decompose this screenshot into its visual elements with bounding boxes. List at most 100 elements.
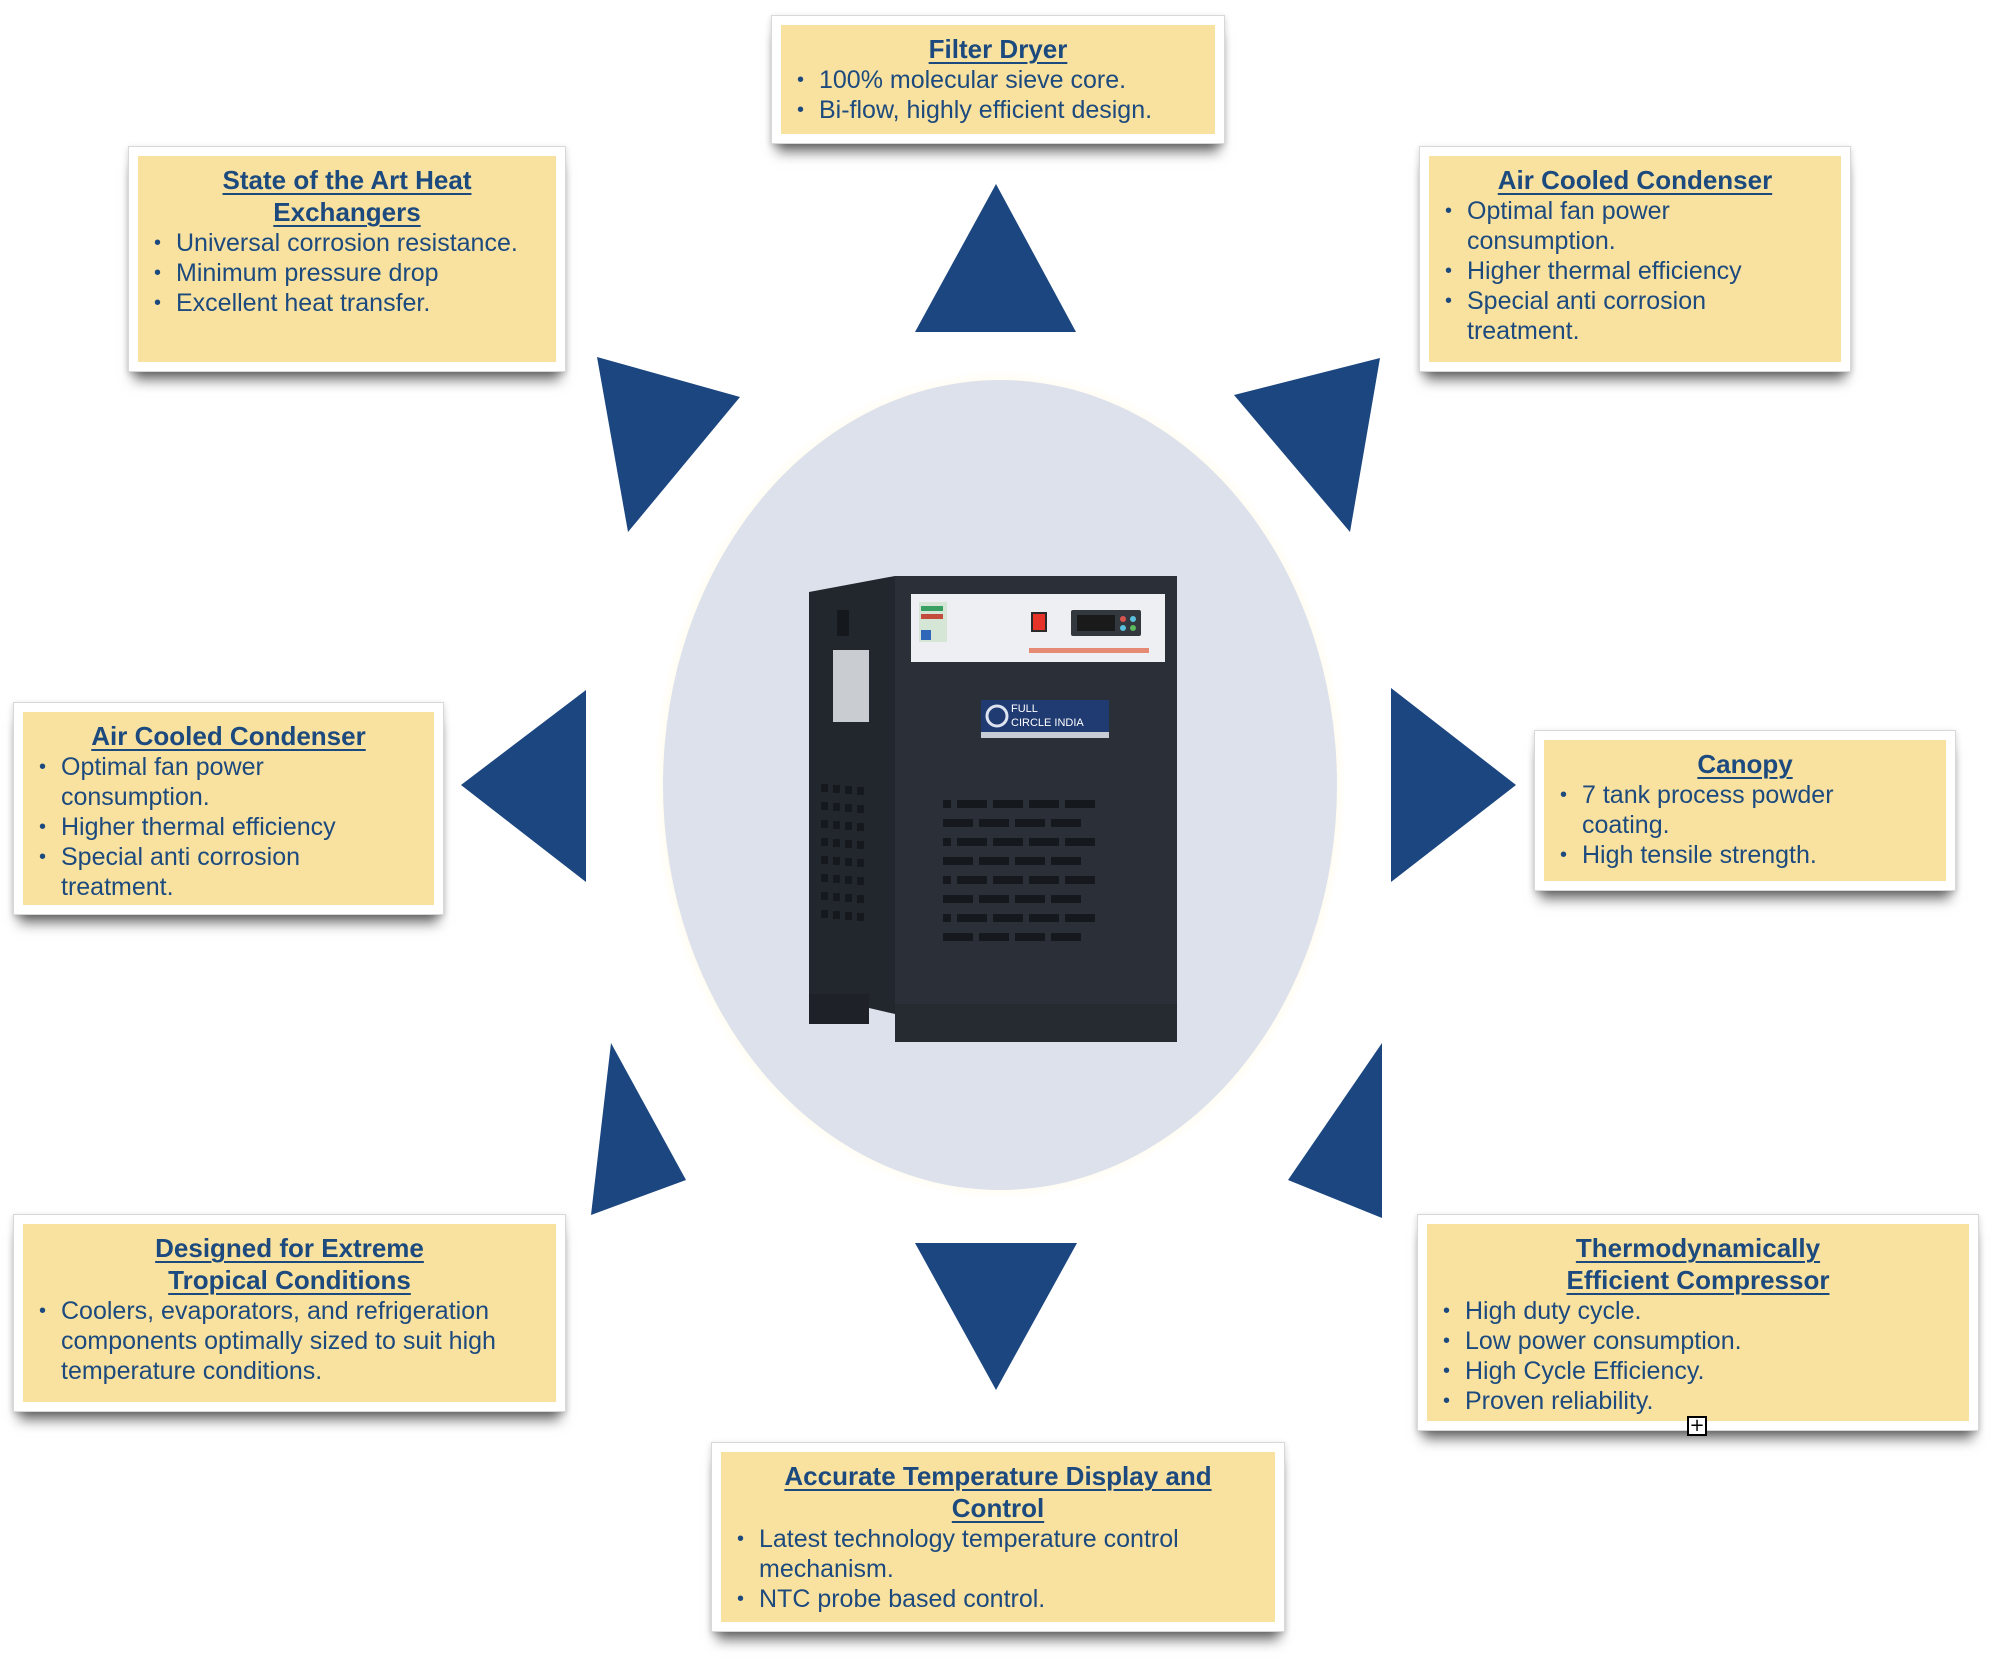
display-button — [1130, 625, 1136, 631]
air-dryer-product-image: FULL CIRCLE INDIA — [809, 576, 1177, 1042]
side-vent-slot — [857, 877, 864, 885]
sticker-detail — [921, 606, 943, 611]
vent-slot — [957, 876, 987, 884]
brand-logo-plate — [981, 700, 1109, 732]
vent-slot — [1015, 857, 1045, 865]
vent-slot — [1029, 914, 1059, 922]
arrow-up-left-icon — [597, 357, 740, 532]
bullet-item: 100% molecular sieve core. — [795, 65, 1201, 95]
vent-slot — [943, 838, 951, 846]
side-vent-grille — [821, 784, 864, 921]
bullet-item: Higher thermal efficiency — [37, 812, 340, 842]
side-port — [837, 610, 849, 636]
arrow-down-right-icon — [1288, 1043, 1382, 1218]
sticker-detail — [921, 614, 943, 619]
side-vent-slot — [833, 839, 840, 847]
side-vent-slot — [821, 784, 828, 792]
arrow-left-icon — [461, 690, 586, 882]
side-vent-slot — [845, 912, 852, 920]
bullet-list: High duty cycle. Low power consumption. … — [1441, 1296, 1955, 1416]
bullet-item: 7 tank process powder coating. — [1558, 780, 1872, 840]
feature-card-compressor: Thermodynamically Efficient Compressor H… — [1417, 1214, 1979, 1431]
vent-slot — [1051, 857, 1081, 865]
side-vent-slot — [857, 841, 864, 849]
bullet-list: 100% molecular sieve core. Bi-flow, high… — [795, 65, 1201, 125]
vent-slot — [943, 819, 973, 827]
bullet-item: High Cycle Efficiency. — [1441, 1356, 1955, 1386]
vent-slot — [943, 895, 973, 903]
bullet-item: Optimal fan power consumption. — [37, 752, 340, 812]
vent-slot — [1065, 838, 1095, 846]
side-vent-slot — [833, 785, 840, 793]
side-vent-slot — [845, 786, 852, 794]
bullet-item: Special anti corrosion treatment. — [1443, 286, 1747, 346]
vent-slot — [943, 914, 951, 922]
feature-card-heat-exchangers: State of the Art Heat Exchangers Univers… — [128, 146, 566, 372]
vent-slot — [1065, 876, 1095, 884]
side-vent-slot — [857, 913, 864, 921]
bullet-item: Excellent heat transfer. — [152, 288, 542, 318]
arrow-right-icon — [1391, 688, 1516, 882]
side-vent-slot — [857, 805, 864, 813]
feature-card-condenser-left: Air Cooled Condenser Optimal fan power c… — [13, 702, 444, 915]
side-vent-slot — [833, 875, 840, 883]
feature-card-canopy: Canopy 7 tank process powder coating. Hi… — [1534, 730, 1956, 891]
bullet-list: Coolers, evaporators, and refrigeration … — [37, 1296, 542, 1386]
bullet-item: High tensile strength. — [1558, 840, 1872, 870]
vent-slot — [1015, 895, 1045, 903]
side-vent-slot — [845, 876, 852, 884]
card-title: State of the Art Heat Exchangers — [222, 165, 472, 227]
card-title: Air Cooled Condenser — [91, 721, 366, 751]
bullet-item: Coolers, evaporators, and refrigeration … — [37, 1296, 542, 1386]
bullet-item: Special anti corrosion treatment. — [37, 842, 340, 902]
vent-slot — [1065, 914, 1095, 922]
vent-slot — [1029, 876, 1059, 884]
bullet-list: Optimal fan power consumption. Higher th… — [37, 752, 420, 902]
display-button — [1120, 616, 1126, 622]
display-button — [1120, 625, 1126, 631]
vent-slot — [1015, 933, 1045, 941]
brand-line1: FULL — [1011, 703, 1038, 715]
side-vent-slot — [821, 892, 828, 900]
card-title: Thermodynamically Efficient Compressor — [1566, 1233, 1830, 1295]
front-label-strip — [1029, 648, 1149, 653]
product-side-panel — [809, 576, 895, 1014]
side-vent-slot — [821, 802, 828, 810]
arrow-down-left-icon — [591, 1043, 686, 1215]
arrow-down-icon — [915, 1243, 1077, 1390]
vent-slot — [957, 914, 987, 922]
side-vent-slot — [833, 911, 840, 919]
vent-slot — [979, 857, 1009, 865]
bullet-item: Low power consumption. — [1441, 1326, 1955, 1356]
side-vent-slot — [857, 859, 864, 867]
vent-slot — [979, 895, 1009, 903]
bullet-item: Latest technology temperature control me… — [735, 1524, 1261, 1584]
vent-slot — [979, 819, 1009, 827]
vent-slot — [943, 876, 951, 884]
side-vent-slot — [845, 822, 852, 830]
vent-slot — [979, 933, 1009, 941]
vent-slot — [993, 876, 1023, 884]
arrow-up-right-icon — [1234, 358, 1380, 532]
vent-slot — [943, 857, 973, 865]
bullet-list: Universal corrosion resistance. Minimum … — [152, 228, 542, 318]
feature-card-tropical: Designed for Extreme Tropical Conditions… — [13, 1214, 566, 1412]
vent-slot — [943, 800, 951, 808]
side-vent-slot — [821, 838, 828, 846]
vent-slot — [1029, 838, 1059, 846]
card-title: Accurate Temperature Display and Control — [784, 1461, 1212, 1523]
brand-line2: CIRCLE INDIA — [1011, 717, 1084, 729]
product-base — [809, 994, 869, 1024]
product-base-front — [895, 1004, 1177, 1042]
vent-slot — [1051, 819, 1081, 827]
plus-box-icon[interactable]: + — [1687, 1416, 1707, 1436]
card-title: Canopy — [1697, 749, 1793, 779]
bullet-item: Minimum pressure drop — [152, 258, 542, 288]
front-vent-grille — [943, 800, 1095, 941]
vent-slot — [957, 800, 987, 808]
side-vent-slot — [857, 823, 864, 831]
vent-slot — [1051, 895, 1081, 903]
card-title: Designed for Extreme Tropical Conditions — [155, 1233, 424, 1295]
bullet-list: Latest technology temperature control me… — [735, 1524, 1261, 1614]
sticker-detail — [921, 630, 931, 640]
